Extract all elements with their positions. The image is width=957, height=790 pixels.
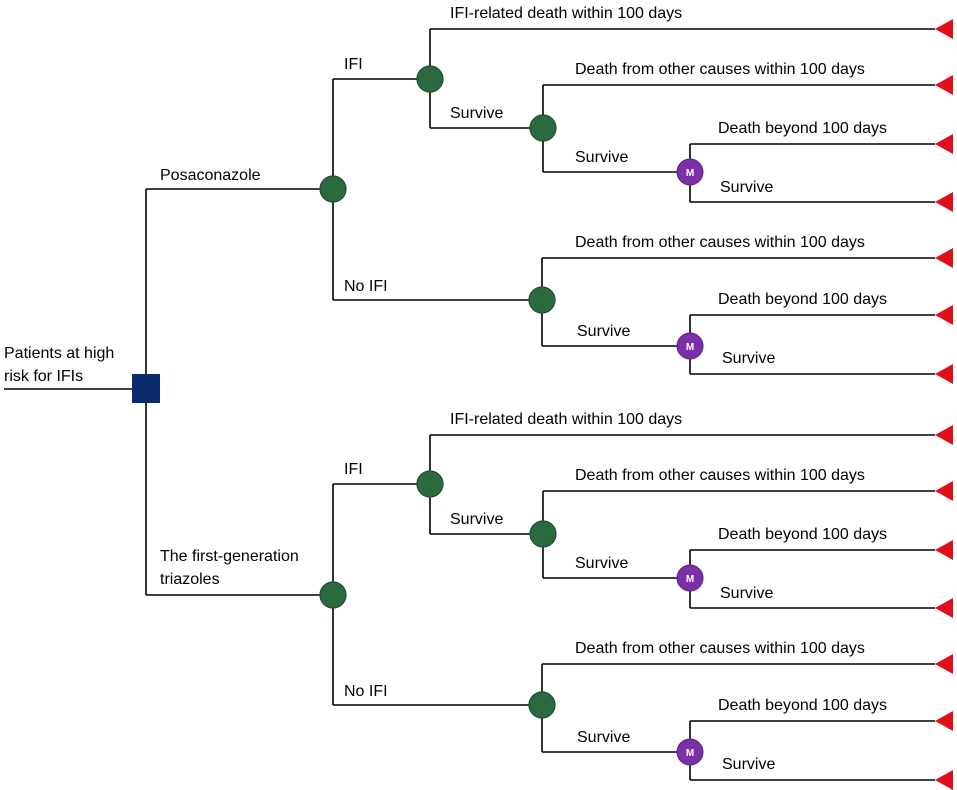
terminal-node [935,134,953,154]
ifi-beyond-label: Death beyond 100 days [718,526,887,543]
markov-node-label: M [686,342,694,353]
ifi-survive2-label: Survive [575,149,628,166]
decision-node [132,374,160,403]
markov-node-label: M [686,574,694,585]
ifi-survive2-label: Survive [575,555,628,572]
strategy-label: triazoles [160,571,220,588]
chance-node [529,520,557,548]
markov-node-label: M [686,168,694,179]
no-ifi-label: No IFI [344,278,388,295]
no-ifi-survive-label: Survive [577,323,630,340]
tree-branches [4,28,935,781]
no-ifi-beyond-label: Death beyond 100 days [718,697,887,714]
markov-node [676,332,704,360]
no-ifi-final-survive-label: Survive [722,756,775,773]
no-ifi-label: No IFI [344,683,388,700]
terminal-node [935,75,953,95]
ifi-survive-label: Survive [450,105,503,122]
ifi-label: IFI [344,461,363,478]
ifi-final-survive-label: Survive [720,585,773,602]
ifi-survive-label: Survive [450,511,503,528]
tree-labels: Patients at high risk for IFIs Posaconazol… [4,5,887,773]
terminal-node [935,711,953,731]
ifi-death-label: IFI-related death within 100 days [450,5,682,22]
markov-node-label: M [686,748,694,759]
ifi-other-death-label: Death from other causes within 100 days [575,467,865,484]
chance-node [528,691,556,719]
root-label-line1: Patients at high [4,345,114,362]
terminal-node [935,192,953,212]
strategy-label: Posaconazole [160,167,261,184]
terminal-node [935,19,953,39]
ifi-final-survive-label: Survive [720,179,773,196]
terminal-node [935,598,953,618]
terminal-node [935,770,953,790]
terminal-node [935,425,953,445]
ifi-label: IFI [344,56,363,73]
terminal-node [935,305,953,325]
markov-node [676,738,704,766]
no-ifi-beyond-label: Death beyond 100 days [718,291,887,308]
chance-node [528,286,556,314]
terminal-node [935,481,953,501]
no-ifi-final-survive-label: Survive [722,350,775,367]
terminal-node [935,654,953,674]
no-ifi-other-death-label: Death from other causes within 100 days [575,234,865,251]
terminal-node [935,248,953,268]
tree-nodes: M M M M [132,19,953,790]
root-label-line2: risk for IFIs [4,368,83,385]
ifi-beyond-label: Death beyond 100 days [718,120,887,137]
chance-node [529,114,557,142]
chance-node [319,175,347,203]
terminal-node [935,364,953,384]
no-ifi-other-death-label: Death from other causes within 100 days [575,640,865,657]
no-ifi-survive-label: Survive [577,729,630,746]
ifi-death-label: IFI-related death within 100 days [450,411,682,428]
chance-node [416,65,444,93]
markov-node [676,564,704,592]
ifi-other-death-label: Death from other causes within 100 days [575,61,865,78]
markov-node [676,158,704,186]
strategy-label: The first-generation [160,548,299,565]
chance-node [416,470,444,498]
terminal-node [935,540,953,560]
chance-node [319,581,347,609]
